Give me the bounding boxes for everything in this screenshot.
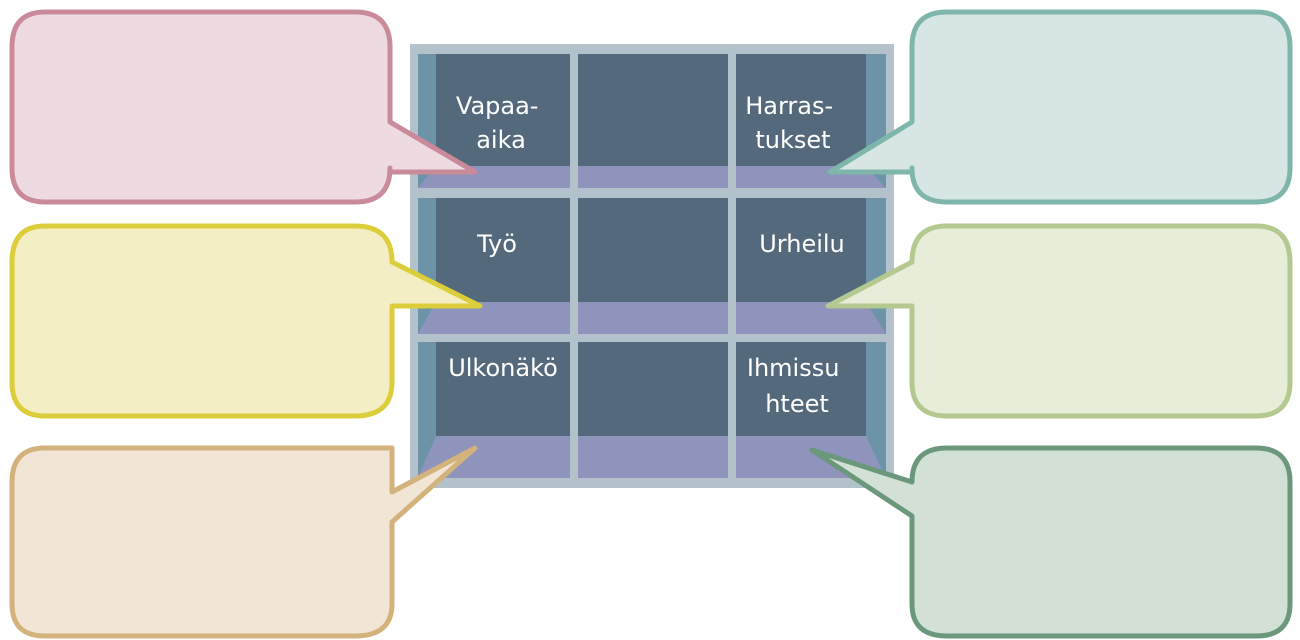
compartment-middle-left (418, 198, 570, 334)
compartment-middle-middle (578, 198, 728, 334)
speech-bubble-green (809, 445, 1293, 639)
compartment-middle-right (736, 198, 886, 334)
speech-bubble-yellow (9, 223, 483, 419)
label-vapaa-aika: Vapaa- aika (456, 92, 546, 154)
label-urheilu: Urheilu (759, 230, 845, 258)
label-ihmissuhteet: Ihmissu hteet (747, 354, 847, 418)
speech-bubble-pink (9, 9, 478, 205)
compartment-top-middle (578, 54, 728, 188)
shelf: Vapaa- aika Harras- tukset Työ Urheilu U… (410, 44, 894, 488)
label-harrastukset: Harras- tukset (745, 92, 841, 154)
speech-bubble-tan (9, 445, 478, 639)
label-ulkonako: Ulkonäkö (448, 354, 558, 382)
compartment-bottom-middle (578, 342, 728, 478)
speech-bubble-teal (827, 9, 1293, 205)
speech-bubble-sage (825, 223, 1293, 419)
compartment-bottom-right (736, 342, 886, 478)
label-tyo: Työ (476, 230, 517, 258)
